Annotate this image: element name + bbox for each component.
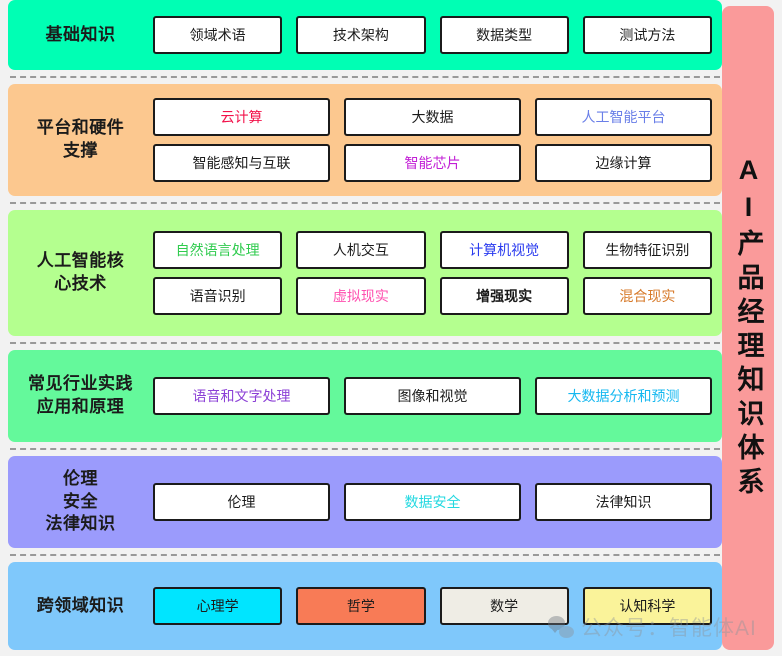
row-items-ethics-security-law: 伦理数据安全法律知识 <box>153 483 722 521</box>
item-line: 智能感知与互联智能芯片边缘计算 <box>153 144 712 182</box>
row-label-ai-core-tech: 人工智能核心技术 <box>36 251 125 293</box>
topic-box[interactable]: 智能芯片 <box>344 144 521 182</box>
row-items-foundation: 领域术语技术架构数据类型测试方法 <box>153 16 722 54</box>
topic-box[interactable]: 计算机视觉 <box>439 231 569 269</box>
row-divider <box>10 448 720 450</box>
topic-box[interactable]: 混合现实 <box>582 277 712 315</box>
row-items-platform-hardware: 云计算大数据人工智能平台智能感知与互联智能芯片边缘计算 <box>153 98 722 182</box>
row-label-platform-hardware: 平台和硬件支撑 <box>36 118 125 160</box>
topic-box[interactable]: 图像和视觉 <box>344 377 521 415</box>
row-industry-practice: 常见行业实践应用和原理语音和文字处理图像和视觉大数据分析和预测 <box>8 350 722 442</box>
topic-box[interactable]: 大数据分析和预测 <box>535 377 712 415</box>
row-divider <box>10 76 720 78</box>
topic-box[interactable]: 云计算 <box>153 98 330 136</box>
topic-box[interactable]: 虚拟现实 <box>296 277 426 315</box>
row-label-foundation: 基础知识 <box>45 24 116 44</box>
topic-box[interactable]: 领域术语 <box>153 16 283 54</box>
topic-box[interactable]: 伦理 <box>153 483 330 521</box>
row-ethics-security-law: 伦理安全法律知识伦理数据安全法律知识 <box>8 456 722 548</box>
topic-box[interactable]: 增强现实 <box>439 277 569 315</box>
row-divider <box>10 342 720 344</box>
row-items-industry-practice: 语音和文字处理图像和视觉大数据分析和预测 <box>153 377 722 415</box>
topic-box[interactable]: 数据安全 <box>344 483 521 521</box>
topic-box[interactable]: 数据类型 <box>439 16 569 54</box>
row-foundation: 基础知识 领域术语技术架构数据类型测试方法 <box>8 0 722 70</box>
item-line: 自然语言处理人机交互计算机视觉生物特征识别 <box>153 231 712 269</box>
topic-box[interactable]: 认知科学 <box>582 587 712 625</box>
rows-column: 基础知识领域术语技术架构数据类型测试方法平台和硬件支撑云计算大数据人工智能平台智… <box>8 0 722 656</box>
row-items-cross-domain: 心理学哲学数学认知科学 <box>153 587 722 625</box>
row-divider <box>10 554 720 556</box>
item-line: 语音和文字处理图像和视觉大数据分析和预测 <box>153 377 712 415</box>
item-line: 云计算大数据人工智能平台 <box>153 98 712 136</box>
topic-box[interactable]: 人机交互 <box>296 231 426 269</box>
item-line: 领域术语技术架构数据类型测试方法 <box>153 16 712 54</box>
item-line: 伦理数据安全法律知识 <box>153 483 712 521</box>
row-label-industry-practice: 常见行业实践应用和原理 <box>28 374 133 416</box>
row-label-ethics-security-law: 伦理安全法律知识 <box>45 468 116 534</box>
topic-box[interactable]: 生物特征识别 <box>582 231 712 269</box>
topic-box[interactable]: 自然语言处理 <box>153 231 283 269</box>
row-items-ai-core-tech: 自然语言处理人机交互计算机视觉生物特征识别语音识别虚拟现实增强现实混合现实 <box>153 231 722 315</box>
topic-box[interactable]: 测试方法 <box>582 16 712 54</box>
topic-box[interactable]: 边缘计算 <box>535 144 712 182</box>
topic-box[interactable]: 语音识别 <box>153 277 283 315</box>
item-line: 语音识别虚拟现实增强现实混合现实 <box>153 277 712 315</box>
topic-box[interactable]: 语音和文字处理 <box>153 377 330 415</box>
topic-box[interactable]: 数学 <box>439 587 569 625</box>
topic-box[interactable]: 人工智能平台 <box>535 98 712 136</box>
topic-box[interactable]: 心理学 <box>153 587 283 625</box>
topic-box[interactable]: 法律知识 <box>535 483 712 521</box>
topic-box[interactable]: 智能感知与互联 <box>153 144 330 182</box>
vertical-title-bar: AI产品经理知识体系 <box>722 6 774 650</box>
topic-box[interactable]: 大数据 <box>344 98 521 136</box>
item-line: 心理学哲学数学认知科学 <box>153 587 712 625</box>
row-cross-domain: 跨领域知识 心理学哲学数学认知科学 <box>8 562 722 650</box>
row-label-cross-domain: 跨领域知识 <box>36 595 125 615</box>
topic-box[interactable]: 技术架构 <box>296 16 426 54</box>
row-ai-core-tech: 人工智能核心技术自然语言处理人机交互计算机视觉生物特征识别语音识别虚拟现实增强现… <box>8 210 722 336</box>
topic-box[interactable]: 哲学 <box>296 587 426 625</box>
row-platform-hardware: 平台和硬件支撑云计算大数据人工智能平台智能感知与互联智能芯片边缘计算 <box>8 84 722 196</box>
vertical-title-text: AI产品经理知识体系 <box>733 155 764 501</box>
row-divider <box>10 202 720 204</box>
